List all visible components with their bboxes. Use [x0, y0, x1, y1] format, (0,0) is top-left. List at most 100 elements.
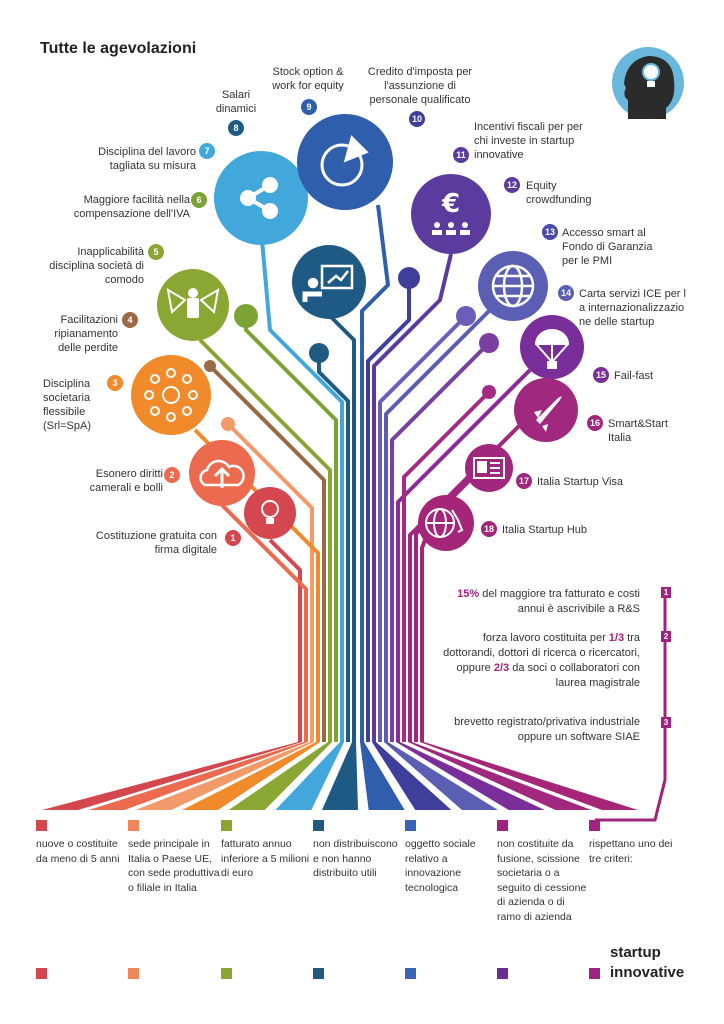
startup-innovative-label: startup innovative — [610, 943, 684, 983]
criterion-text: del maggiore tra fatturato e costi annui… — [479, 588, 640, 615]
benefit-label-17: Italia Startup Visa — [537, 476, 624, 488]
leaf-globe — [478, 251, 548, 321]
leaf-pie — [297, 114, 393, 210]
dot-indigo — [398, 267, 420, 289]
benefit-badge-17: 17 — [516, 473, 532, 489]
criterion-number-1: 1 — [661, 587, 671, 598]
benefit-badge-14: 14 — [558, 285, 574, 301]
trunk-ribbon — [372, 742, 452, 810]
requirement-text: fatturato annuo inferiore a 5 milioni di… — [221, 838, 310, 879]
criterion-text: brevetto registrato/privativa industrial… — [454, 716, 640, 743]
requirement-color-square — [313, 820, 324, 831]
benefit-label-7: Disciplina del lavoro tagliata su misura — [98, 146, 196, 172]
trunk-ribbon — [135, 742, 314, 810]
benefit-badge-6: 6 — [191, 192, 207, 208]
trunk-ribbon — [228, 742, 332, 810]
trunk-ribbon — [396, 742, 545, 810]
branch-14 — [390, 341, 491, 742]
branch-4 — [208, 364, 326, 742]
benefit-label-2: Esonero diritti camerali e bolli — [89, 468, 163, 494]
trunk-ribbon — [42, 742, 302, 810]
criterion-highlight: 2/3 — [493, 662, 510, 674]
network-icon — [144, 368, 198, 422]
trunk-ribbon — [88, 742, 309, 810]
requirement-2: sede principale in Italia o Paese UE, co… — [128, 820, 220, 895]
footer-color-square — [36, 968, 47, 979]
branch-1 — [268, 538, 302, 742]
requirement-text: oggetto sociale relativo a innovazione t… — [405, 838, 476, 894]
branch-9 — [360, 204, 390, 742]
branch-2 — [220, 503, 308, 742]
requirement-text: non costituite da fusione, scissione soc… — [497, 838, 587, 923]
criterion-text: tra dottorandi, dottori di ricerca o ric… — [443, 632, 640, 674]
leaf-cloud — [189, 440, 255, 506]
benefit-badge-5: 5 — [148, 244, 164, 260]
benefit-badge-2: 2 — [164, 467, 180, 483]
leaf-network — [131, 355, 211, 435]
footer-color-square — [405, 968, 416, 979]
benefit-badge-4: 4 — [122, 312, 138, 328]
criterion-number-2: 2 — [661, 631, 671, 642]
rocket-icon — [534, 396, 562, 432]
branch-13 — [384, 303, 497, 742]
branch-15b — [402, 390, 491, 742]
benefit-badge-8: 8 — [228, 120, 244, 136]
benefit-label-12: Equity crowdfunding — [526, 180, 592, 206]
brand-line-1: startup — [610, 944, 661, 961]
benefit-label-4: Facilitazioni ripianamento delle perdite — [54, 314, 118, 354]
benefit-badge-3: 3 — [107, 375, 123, 391]
leaf-share — [214, 151, 308, 245]
dot-magenta — [482, 385, 496, 399]
leaf-bulb — [244, 487, 296, 539]
benefit-badge-13: 13 — [542, 224, 558, 240]
branch-5 — [198, 338, 332, 742]
branch-15 — [396, 368, 532, 742]
head-idea-logo — [612, 47, 684, 119]
branch-7 — [260, 239, 344, 742]
lightbulb-icon — [261, 500, 279, 518]
trunk-base-ribbons — [42, 742, 638, 810]
globe-icon — [491, 264, 535, 308]
leaf-hub — [418, 495, 474, 551]
criterion-number-3: 3 — [661, 717, 671, 728]
benefit-label-10: Credito d'imposta per l'assunzione di pe… — [367, 66, 473, 106]
passport-document-icon — [473, 457, 505, 479]
criterion-1: 15% del maggiore tra fatturato e costi a… — [440, 587, 640, 617]
requirement-5: oggetto sociale relativo a innovazione t… — [405, 820, 497, 895]
requirement-6: non costituite da fusione, scissione soc… — [497, 820, 589, 924]
branch-11 — [372, 253, 453, 742]
winged-figure-icon — [166, 288, 220, 318]
benefit-badge-15: 15 — [593, 367, 609, 383]
criterion-text: forza lavoro costituita per — [482, 632, 609, 644]
dot-violet — [456, 306, 476, 326]
criteria-bracket-line — [595, 590, 667, 822]
benefit-badge-16: 16 — [587, 415, 603, 431]
criterion-highlight: 15% — [457, 588, 480, 600]
head-silhouette-icon — [624, 56, 675, 119]
leaf-parachute — [520, 315, 584, 379]
requirement-color-square — [589, 820, 600, 831]
footer-color-square — [313, 968, 324, 979]
requirement-3: fatturato annuo inferiore a 5 milioni di… — [221, 820, 313, 881]
trunk-ribbon — [322, 742, 358, 810]
leaf-angel — [157, 269, 229, 341]
trunk-ribbon — [275, 742, 344, 810]
benefit-label-1: Costituzione gratuita con firma digitale — [95, 530, 217, 556]
footer-color-square — [128, 968, 139, 979]
dot-brown — [204, 360, 216, 372]
benefit-label-16: Smart&Start Italia — [608, 418, 668, 444]
trunk-ribbon — [182, 742, 320, 810]
benefit-badge-18: 18 — [481, 521, 497, 537]
benefit-label-14: Carta servizi ICE per la internazionaliz… — [579, 288, 686, 328]
branch-presentation — [327, 313, 356, 742]
benefit-label-18: Italia Startup Hub — [502, 524, 587, 536]
criterion-3: brevetto registrato/privativa industrial… — [440, 715, 640, 745]
benefit-badge-7: 7 — [199, 143, 215, 159]
euro-icon: € — [441, 189, 460, 219]
criterion-highlight: 1/3 — [608, 632, 625, 644]
requirement-color-square — [128, 820, 139, 831]
people-icon — [432, 222, 470, 235]
requirement-1: nuove o costituite da meno di 5 anni — [36, 820, 128, 866]
trunk-ribbon — [360, 742, 405, 810]
